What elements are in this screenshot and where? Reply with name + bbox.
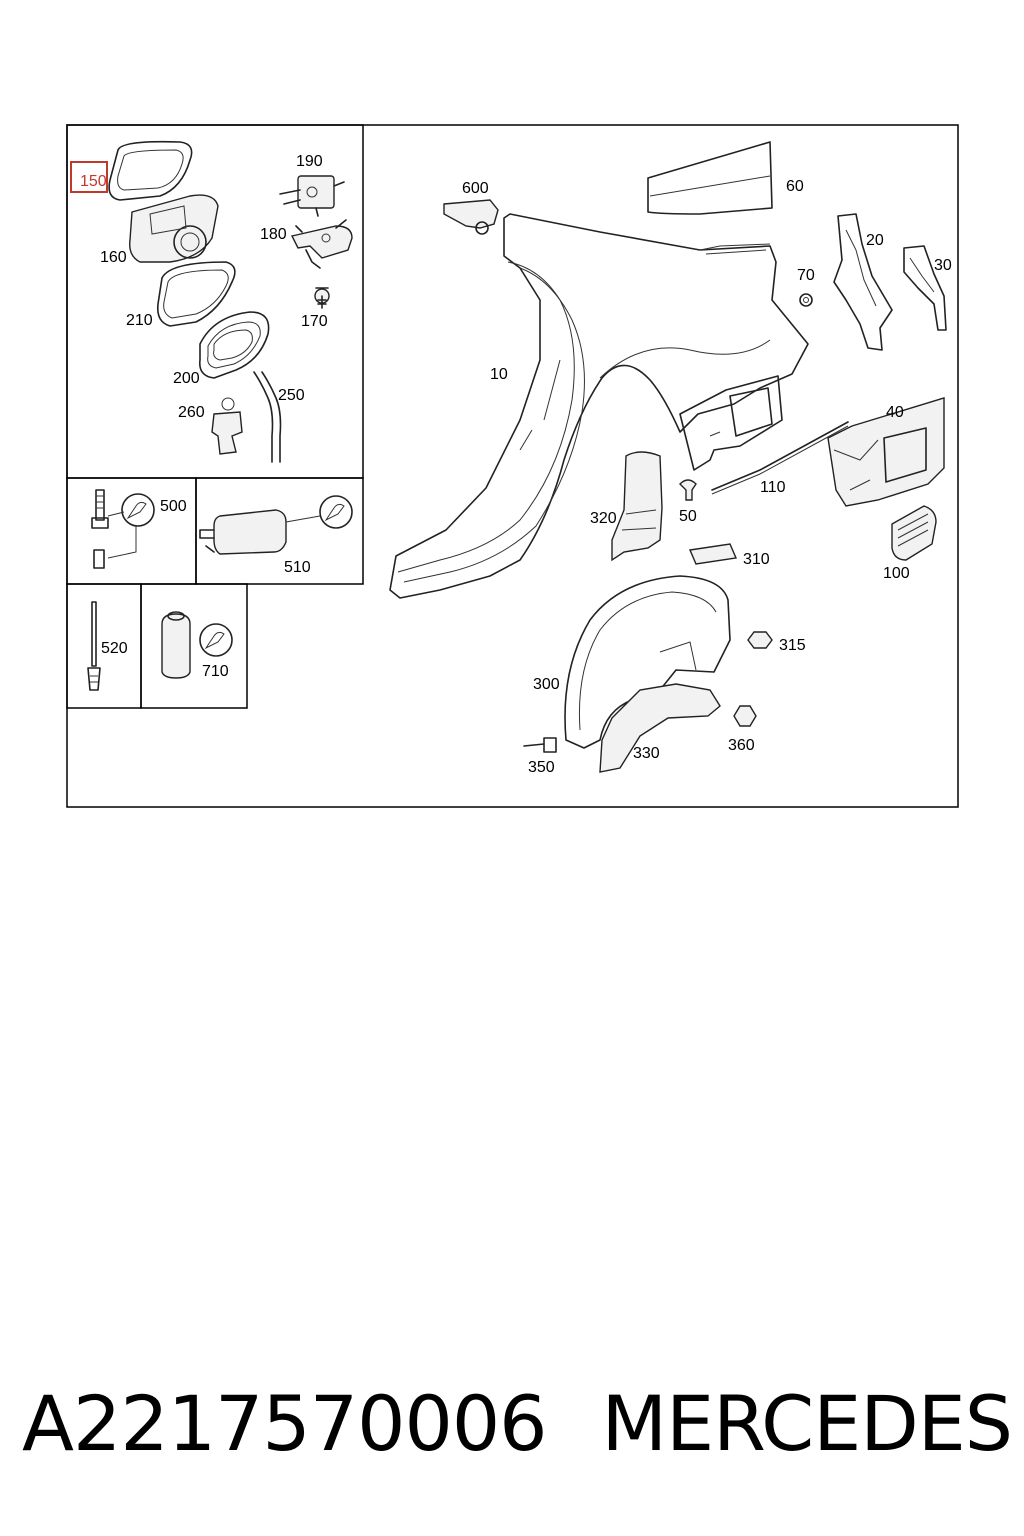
caption: A2217570006 MERCEDES [22,1368,1013,1478]
leader-lines [705,249,767,437]
fuel-housing-160 [129,194,219,263]
part-label-310: 310 [743,551,770,568]
nut-360 [733,705,757,727]
reinforcement-30 [903,245,947,331]
part-label-300: 300 [533,676,560,693]
part-label-320: 320 [590,510,617,527]
part-number: A2217570006 [22,1378,548,1468]
part-label-315: 315 [779,637,806,654]
part-label-190: 190 [296,153,323,170]
inset-box-710 [140,583,248,709]
bolt-500 [91,489,155,569]
clip-50 [679,479,697,501]
lock-180 [290,219,353,269]
cartridge-710 [161,611,233,679]
part-label-40: 40 [886,404,904,421]
screw-170 [314,287,330,309]
liner-330 [599,683,721,773]
rivet-520 [87,601,101,691]
part-label-350: 350 [528,759,555,776]
screw-350 [523,737,557,753]
body-panel-10 [389,213,809,599]
pad-310 [688,543,738,565]
part-label-710: 710 [202,663,229,680]
inset-box-500 [66,477,197,585]
wheel-liner-300 [564,575,731,749]
part-label-10: 10 [490,366,508,383]
part-label-170: 170 [301,313,328,330]
part-label-50: 50 [679,508,697,525]
reinforcement-20 [833,213,893,351]
part-label-160: 160 [100,249,127,266]
trim-60 [647,141,773,215]
part-label-110: 110 [760,479,786,496]
part-label-180: 180 [260,226,287,243]
part-label-600: 600 [462,180,489,197]
clip-260 [211,397,243,455]
part-label-20: 20 [866,232,884,249]
part-label-330: 330 [633,745,660,762]
part-label-360: 360 [728,737,755,754]
washer-70 [799,293,813,307]
inner-wheel-panel [679,375,783,471]
part-label-70: 70 [797,267,815,284]
fuel-flap-150 [108,140,193,201]
nut-315 [747,631,773,649]
bracket-600 [443,199,499,235]
brand-name: MERCEDES [601,1378,1013,1468]
inset-box-510 [195,477,364,585]
part-label-250: 250 [278,387,305,404]
seal-200 [198,311,270,379]
cover-320 [611,451,663,562]
part-label-200: 200 [173,370,200,387]
vent-100 [891,505,937,561]
part-label-100: 100 [883,565,910,582]
tube-510 [199,495,353,555]
seal-210 [156,261,236,327]
actuator-190 [279,175,345,217]
part-label-60: 60 [786,178,804,195]
highlight-box-150 [70,161,108,193]
part-label-30: 30 [934,257,952,274]
hose-250 [253,371,282,463]
part-label-500: 500 [160,498,187,515]
inner-panel-40 [827,397,945,507]
part-label-210: 210 [126,312,153,329]
part-label-150: 150 [80,173,107,190]
rod-110 [711,421,849,495]
part-label-260: 260 [178,404,205,421]
part-label-510: 510 [284,559,311,576]
part-label-520: 520 [101,640,128,657]
